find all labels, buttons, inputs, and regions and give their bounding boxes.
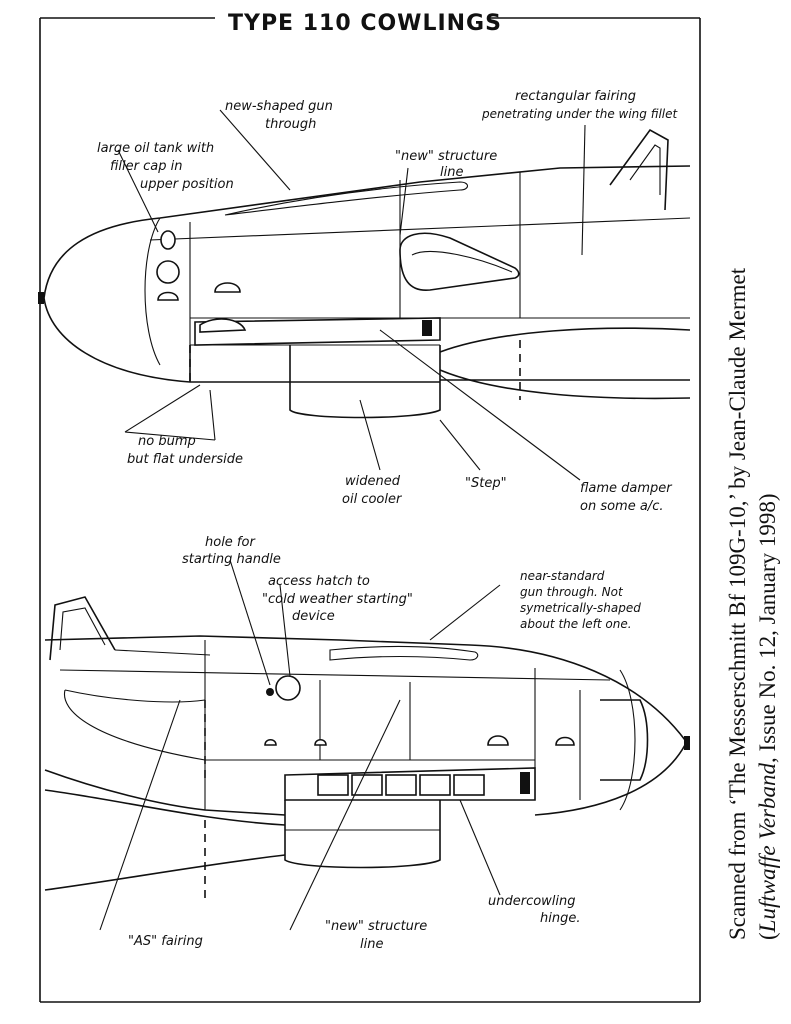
label-upper-gun-through-2: through — [265, 117, 316, 132]
source-caption: Scanned from ‘The Messerschmitt Bf 109G-… — [725, 267, 780, 940]
label-access-hatch-1: access hatch to — [268, 574, 370, 589]
label-flame-damper-1: flame damper — [580, 481, 673, 496]
caption-line-1: Scanned from ‘The Messerschmitt Bf 109G-… — [725, 267, 750, 940]
upper-leader-lines — [117, 109, 586, 481]
label-lower-gun-through-2: gun through. Not — [520, 585, 624, 599]
sheet-title: TYPE 110 COWLINGS — [228, 11, 502, 36]
label-step: "Step" — [465, 476, 507, 491]
label-no-bump-1: no bump — [138, 434, 196, 449]
label-access-hatch-2: "cold weather starting" — [262, 592, 413, 607]
label-undercowling-hinge-2: hinge. — [540, 911, 580, 926]
label-lower-structure-2: line — [360, 937, 383, 952]
label-access-hatch-3: device — [292, 609, 335, 624]
label-upper-structure-1: "new" structure — [395, 149, 497, 164]
label-as-fairing: "AS" fairing — [128, 934, 203, 949]
label-oil-tank-3: upper position — [140, 177, 234, 192]
exhaust-stacks — [317, 772, 530, 796]
label-flame-damper-2: on some a/c. — [580, 499, 663, 514]
label-lower-structure-1: "new" structure — [325, 919, 427, 934]
lower-cowling-view — [44, 596, 690, 900]
label-lower-gun-through-4: about the left one. — [520, 617, 632, 631]
label-oil-cooler-1: widened — [345, 474, 401, 489]
caption-issue: , Issue No. 12, January 1998) — [755, 493, 780, 763]
label-no-bump-2: but flat underside — [127, 452, 243, 467]
label-fairing-1: rectangular fairing — [515, 89, 636, 104]
label-oil-cooler-2: oil cooler — [342, 492, 403, 507]
label-upper-gun-through-1: new-shaped gun — [225, 99, 333, 114]
label-fairing-2: penetrating under the wing fillet — [481, 107, 679, 121]
label-undercowling-hinge-1: undercowling — [488, 894, 576, 909]
caption-open-paren: ( — [755, 932, 780, 940]
upper-labels: new-shaped gun through large oil tank wi… — [97, 89, 679, 514]
lower-labels: hole for starting handle access hatch to… — [128, 535, 641, 952]
label-oil-tank-1: large oil tank with — [97, 141, 214, 156]
label-starting-handle-1: hole for — [205, 535, 256, 550]
label-starting-handle-2: starting handle — [182, 552, 281, 567]
label-oil-tank-2: filler cap in — [110, 159, 182, 174]
upper-cowling-view — [38, 128, 691, 419]
label-lower-gun-through-3: symetrically-shaped — [520, 601, 641, 615]
caption-journal-name: Luftwaffe Verband — [755, 763, 780, 934]
page-frame — [39, 17, 701, 1003]
caption-line-2: (Luftwaffe Verband, Issue No. 12, Januar… — [755, 493, 780, 940]
label-upper-structure-2: line — [440, 165, 463, 180]
label-lower-gun-through-1: near-standard — [520, 569, 605, 583]
lower-leader-lines — [99, 559, 501, 931]
